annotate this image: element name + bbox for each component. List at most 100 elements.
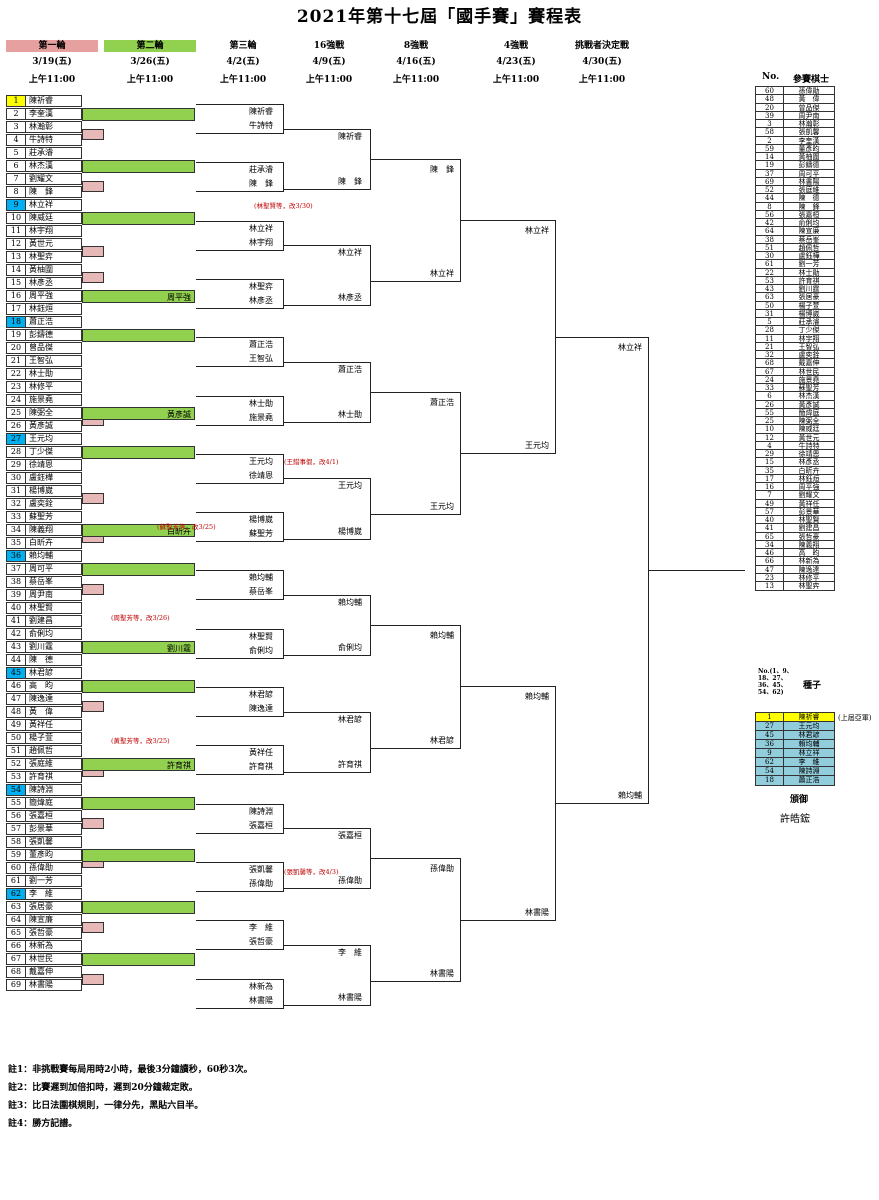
list-name: 施景堯 <box>798 375 820 384</box>
list-name: 陳 德 <box>798 194 820 203</box>
player-number: 40 <box>7 603 26 613</box>
bracket-line <box>283 745 284 776</box>
bracket-line <box>370 858 460 860</box>
list-name: 盧鈺樺 <box>798 252 820 260</box>
bracket-line <box>196 337 283 339</box>
list-number: 69 <box>756 177 784 186</box>
player-number: 61 <box>7 876 26 886</box>
round3-player: 林聖賢 <box>249 631 273 641</box>
round3-player: 陳逸達 <box>249 704 273 713</box>
reschedule-note: (蘇聖芳等，改3/25) <box>157 523 216 531</box>
player-number: 33 <box>7 512 26 522</box>
player-name: 董彥昀 <box>29 850 53 859</box>
round3-player: 張嘉桓 <box>249 820 273 830</box>
player-name: 周平強 <box>29 291 53 300</box>
list-number: 41 <box>756 524 784 532</box>
player-number: 38 <box>7 577 26 587</box>
player-name: 周尹南 <box>29 590 53 599</box>
player-name: 陳逸達 <box>29 694 53 703</box>
round-label-7: 挑戰者決定戰 <box>574 41 629 51</box>
list-name: 周尹南 <box>798 111 820 120</box>
list-name: 陳 鋒 <box>798 202 820 211</box>
round1-result-box <box>82 245 104 257</box>
list-number: 56 <box>756 210 784 219</box>
player-name: 林宇翔 <box>29 226 53 235</box>
player-name: 賴均輔 <box>29 551 53 560</box>
seed-note: (上屆亞軍) <box>838 714 872 722</box>
bracket-line <box>196 920 283 922</box>
list-name: 劉一芳 <box>798 260 820 269</box>
round3-player: 陳詩淵 <box>249 806 273 816</box>
list-name: 王智弘 <box>798 342 820 351</box>
list-number: 60 <box>756 87 784 95</box>
player-name: 林杰漢 <box>29 161 53 170</box>
player-number: 55 <box>7 798 26 808</box>
bracket-line <box>196 278 283 280</box>
list-number: 8 <box>756 202 784 211</box>
list-number: 51 <box>756 243 784 252</box>
round2-result-box <box>82 849 195 862</box>
list-number: 28 <box>756 326 784 334</box>
player-number: 13 <box>7 252 26 262</box>
list-number: 2 <box>756 136 784 145</box>
seed-number: 18 <box>756 776 784 785</box>
player-number: 17 <box>7 304 26 314</box>
player-name: 俞俐均 <box>29 629 53 638</box>
player-name: 林士勛 <box>29 369 53 378</box>
list-number: 25 <box>756 417 784 425</box>
round3-player: 林君諺 <box>249 690 273 699</box>
list-name: 劉耀文 <box>798 491 820 500</box>
round-time-3: 上午11:00 <box>219 75 267 85</box>
player-number: 23 <box>7 382 26 392</box>
player-name: 劉建昌 <box>29 616 53 625</box>
round3-player: 林聖弈 <box>249 281 273 291</box>
list-number: 3 <box>756 120 784 128</box>
player-name: 陳威廷 <box>29 213 53 222</box>
player-number: 48 <box>7 707 26 717</box>
player-number: 42 <box>7 629 26 639</box>
round16-player: 許育祺 <box>338 759 362 769</box>
list-name: 張哲豪 <box>798 532 820 541</box>
list-name: 黃世元 <box>798 433 820 442</box>
bracket-line <box>283 687 284 717</box>
list-name: 莊承濬 <box>798 318 820 326</box>
player-number: 37 <box>7 564 26 574</box>
player-number: 4 <box>7 135 26 145</box>
list-name: 陳威廷 <box>798 425 820 434</box>
player-name: 彭鑄德 <box>29 330 53 339</box>
list-name: 林彥丞 <box>798 458 820 467</box>
round3-player: 莊承濬 <box>249 165 273 175</box>
list-number: 35 <box>756 466 784 475</box>
round4-player: 林立祥 <box>525 225 549 235</box>
player-name: 劉一芳 <box>29 876 53 885</box>
list-name: 孫偉勛 <box>798 87 820 95</box>
list-name: 張居豪 <box>798 293 820 302</box>
list-name: 林世民 <box>798 367 820 376</box>
round8-player: 林君諺 <box>430 735 454 745</box>
round1-result-box <box>82 271 104 283</box>
